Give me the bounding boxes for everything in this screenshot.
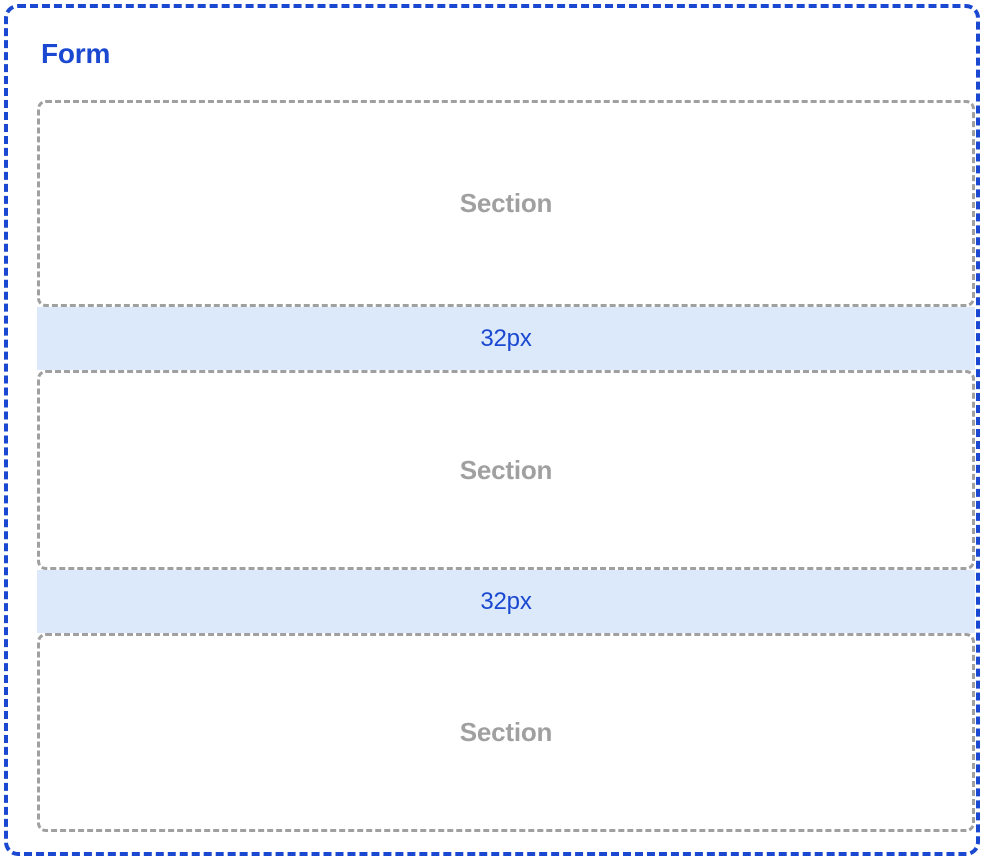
section-label: Section <box>459 188 553 218</box>
section-label: Section <box>459 717 553 747</box>
section-box-3: Section <box>37 633 975 832</box>
section-box-1: Section <box>37 100 975 307</box>
spacing-band-2: 32px <box>37 570 975 633</box>
form-container: Form Section 32px Section 32px Section <box>4 4 980 856</box>
form-title: Form <box>41 38 111 69</box>
sections-stack: Section 32px Section 32px Section <box>37 100 975 832</box>
section-box-2: Section <box>37 370 975 570</box>
spacing-label: 32px <box>480 324 532 352</box>
spacing-band-1: 32px <box>37 307 975 370</box>
section-label: Section <box>459 454 553 485</box>
spacing-label: 32px <box>480 587 532 615</box>
